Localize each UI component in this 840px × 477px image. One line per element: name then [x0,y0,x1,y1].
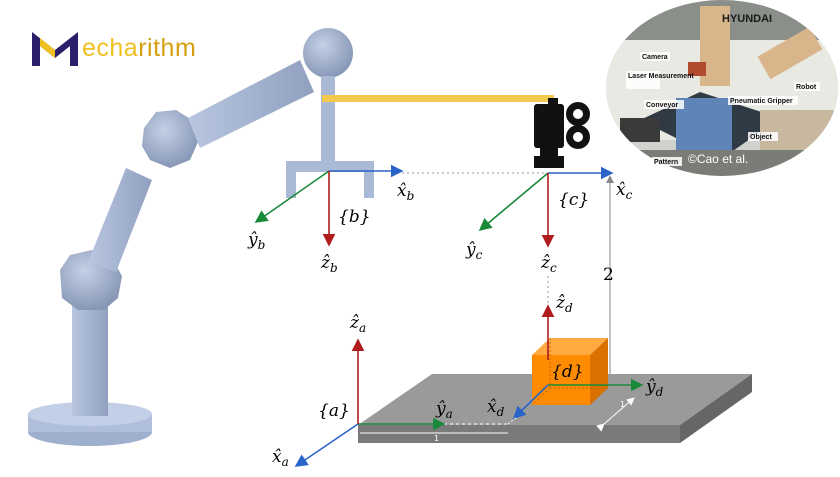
object-box [531,338,608,406]
robot-lower-link [88,168,152,272]
frame-b-label: {b} [338,207,371,227]
frame-d-z-label: ẑd [555,293,573,315]
frame-a-z-label: ẑa [349,313,366,335]
frame-b-z-label: ẑb [320,253,338,275]
frame-c-z-label: ẑc [540,253,557,275]
frame-b-y-label: ŷb [247,230,265,252]
frame-a-x-label: x̂a [272,447,289,469]
frame-d-y-label: ŷd [645,377,664,399]
inset-label-laser: Laser Measurement [628,73,694,80]
camera-mount-beam [322,95,554,102]
frame-d-label: {d} [551,362,584,382]
inset-brand: HYUNDAI [722,13,772,25]
robot-wrist-link [321,76,335,166]
inset-label-conveyor: Conveyor [646,102,679,109]
frame-c-y-axis [478,172,549,232]
frame-c-label: {c} [558,190,589,210]
inset-label-pattern: Pattern [654,159,678,166]
frame-a-y-label: ŷa [435,399,453,421]
frame-a: {a} ŷa x̂a ẑa [272,313,453,469]
frame-c: {c} x̂c ŷc ẑc [465,166,633,275]
inset-pattern-board [676,98,732,156]
robot-elbow-joint [142,110,198,168]
inset-label-camera: Camera [642,54,668,61]
robot-wrist-joint [303,28,353,78]
robot-column [72,292,108,416]
frame-b-x-label: x̂b [397,181,414,203]
frame-b-y-axis [254,170,330,223]
table-y-dimension-line [596,397,635,432]
box-front-face [532,355,590,405]
frame-c-y-label: ŷc [465,240,483,262]
table-side [680,374,752,443]
camera-icon [534,98,590,168]
inset-photo: HYUNDAI Camera Laser Measurement Conveyo… [606,0,838,176]
inset-label-gripper: Pneumatic Gripper [730,98,793,105]
mecharithm-logo: echarithm [30,28,196,68]
frame-a-label: {a} [318,401,350,421]
frame-d-x-label: x̂d [487,397,505,419]
logo-text: echarithm [82,33,197,62]
table-front [358,425,680,443]
logo-m-icon [32,32,78,66]
box-top-face [532,338,608,355]
frame-a-x-axis [294,423,359,467]
table-y-dimension-label: 1 [620,400,625,409]
frame-d: {d} ŷd x̂d ẑd [487,293,664,420]
inset-label-robot: Robot [796,84,817,91]
robot-arm [28,28,374,446]
inset-credit: ©Cao et al. [688,152,748,166]
inset-label-object: Object [750,134,772,141]
table-x-dimension-label: 1 [434,434,439,443]
robot-upper-link [188,60,314,148]
frame-c-x-label: x̂c [616,180,633,202]
height-dimension-label: 2 [603,265,614,285]
frame-b: {b} x̂b ŷb ẑb [247,164,414,275]
frame-d-x-axis [512,384,549,420]
